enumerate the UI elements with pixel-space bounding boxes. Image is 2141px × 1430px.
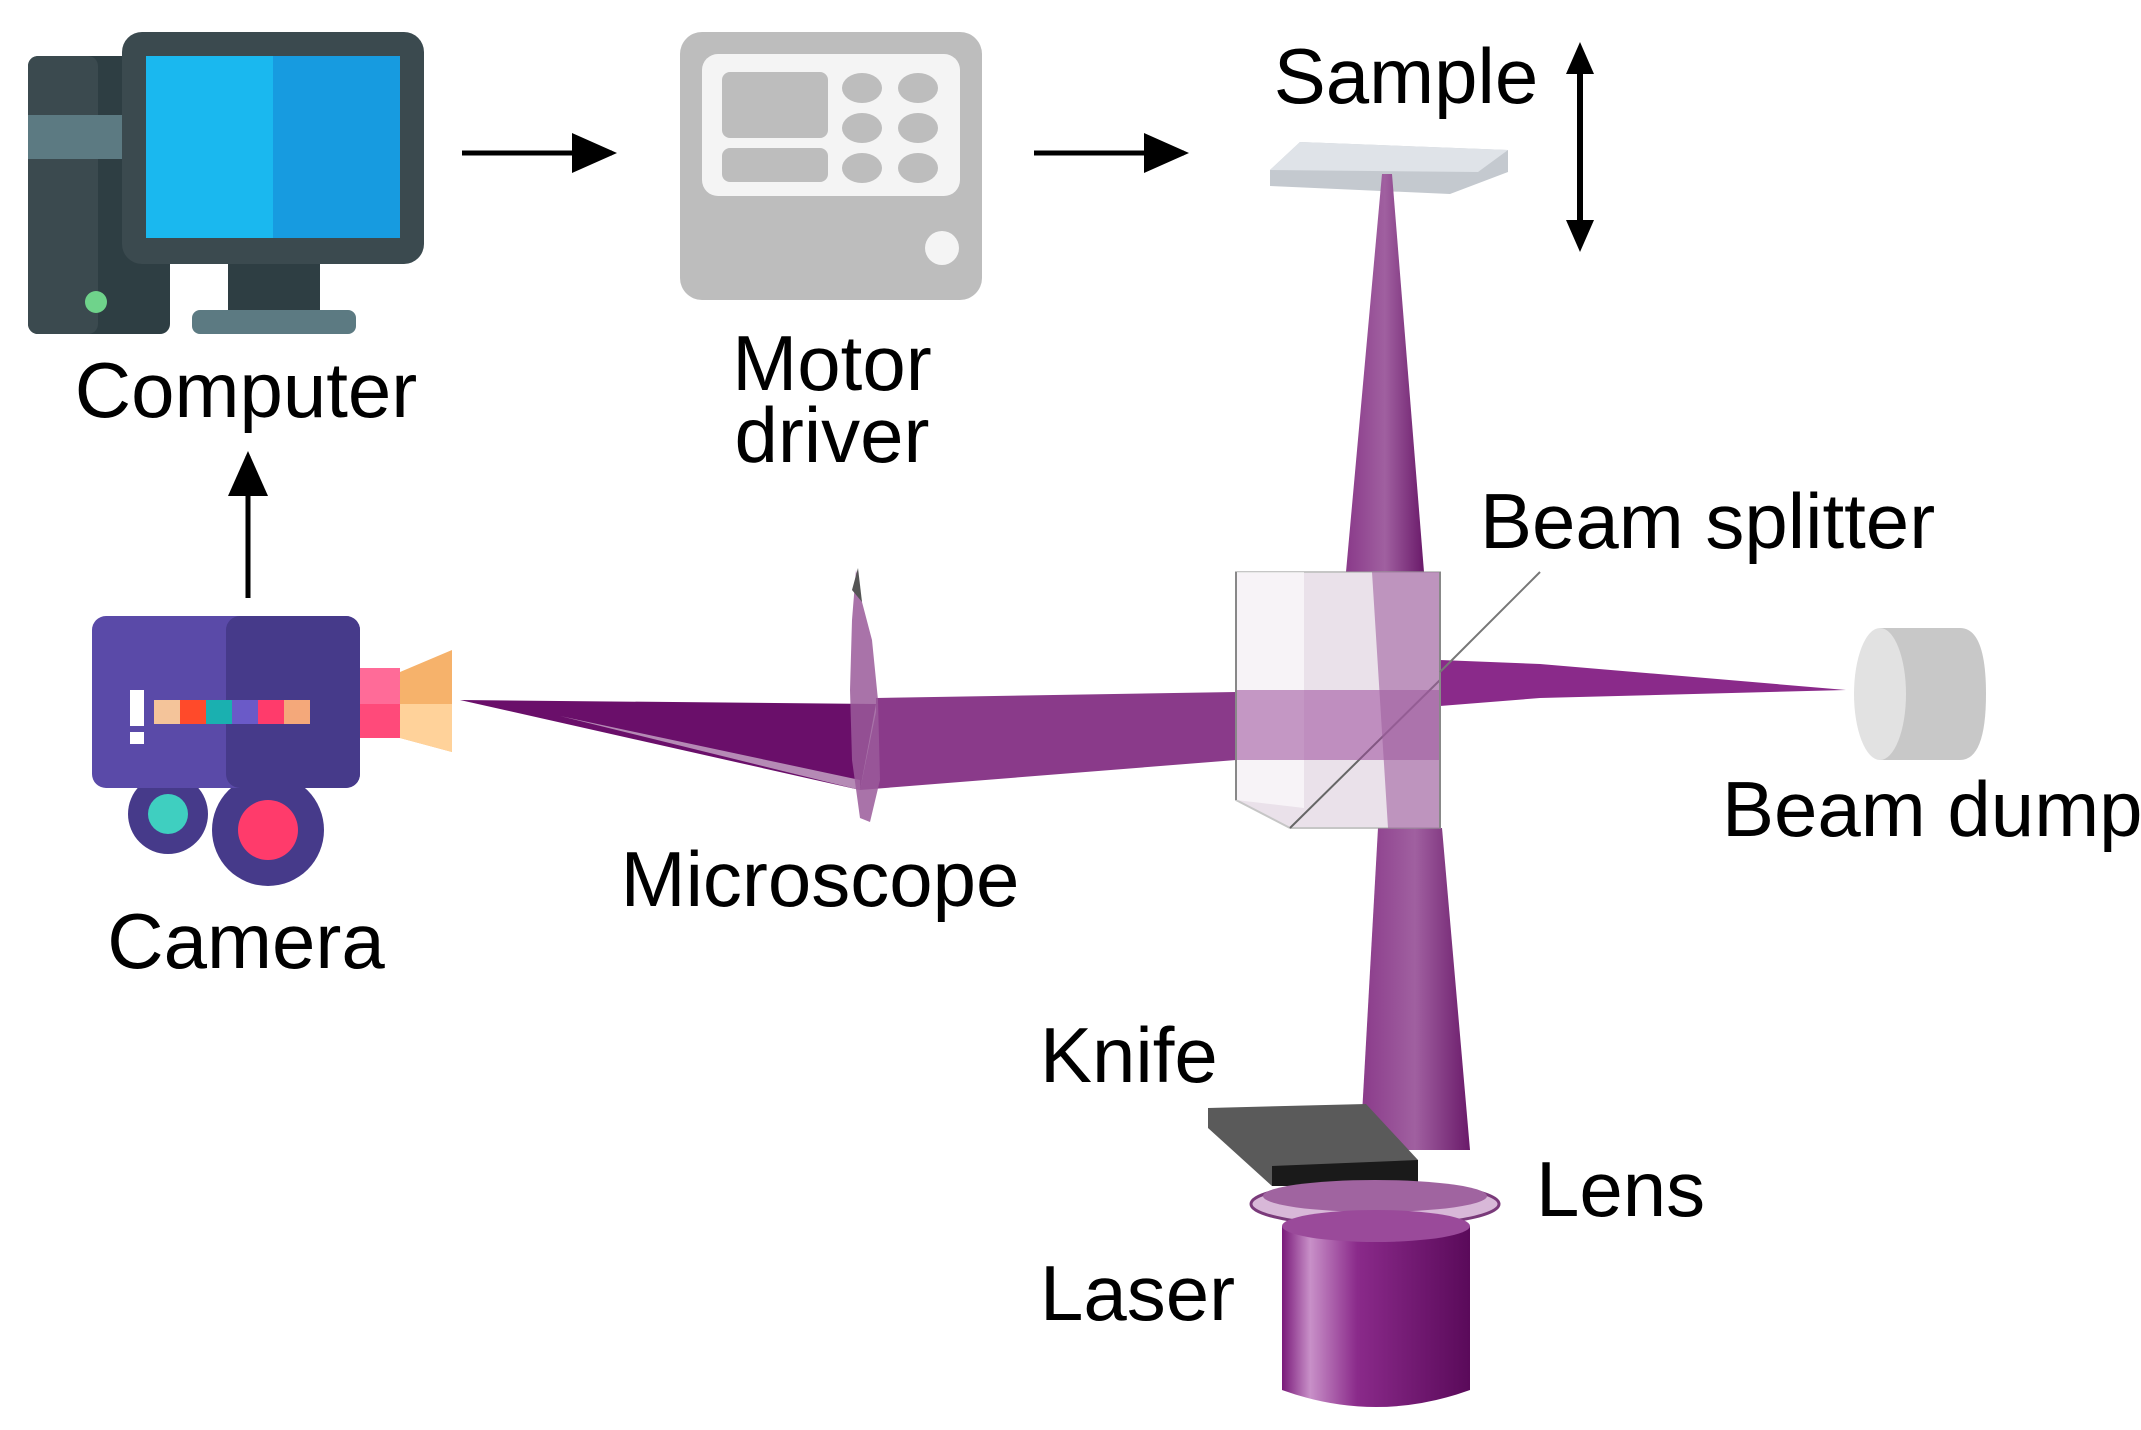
computer-label: Computer — [75, 346, 417, 434]
computer-icon — [28, 32, 424, 334]
camera-label: Camera — [107, 897, 385, 985]
sample-motion-double-arrow — [1566, 42, 1594, 252]
beam-dump-icon — [1854, 628, 1986, 760]
beam-splitter-label: Beam splitter — [1480, 477, 1935, 565]
camera-icon — [92, 616, 452, 886]
laser-source-icon — [1282, 1210, 1470, 1407]
laser-beam — [460, 174, 1846, 1150]
microscope-label: Microscope — [621, 835, 1020, 923]
knife-edge-icon — [1208, 1104, 1418, 1186]
motor-driver-label-line1: Motor — [732, 319, 931, 407]
microscope-lens-icon — [850, 568, 880, 822]
motor-driver-icon — [680, 32, 982, 300]
beam-splitter-cube-icon — [1235, 571, 1541, 829]
sample-plate-icon — [1270, 142, 1508, 194]
lens-label: Lens — [1536, 1145, 1705, 1233]
knife-label: Knife — [1040, 1011, 1218, 1099]
motor-driver-label-line2: driver — [734, 391, 929, 479]
laser-label: Laser — [1040, 1249, 1235, 1337]
beam-dump-label: Beam dump — [1722, 765, 2141, 853]
sample-label: Sample — [1274, 32, 1538, 120]
